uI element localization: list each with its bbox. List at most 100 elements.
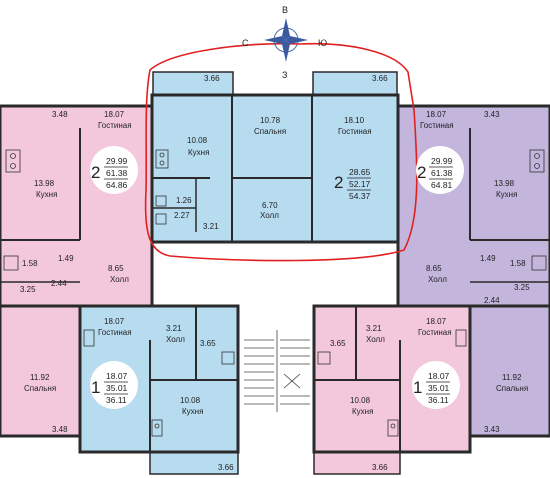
br-balcony: 3.66 bbox=[372, 463, 388, 472]
hc-rooms-count: 2 bbox=[334, 173, 343, 192]
rl-bedroom-name: Спальня bbox=[496, 384, 528, 393]
br-kitchen-name: Кухня bbox=[352, 407, 373, 416]
hc-balcony-left: 3.66 bbox=[204, 74, 220, 83]
hc-wc-area: 2.27 bbox=[174, 211, 190, 220]
br-kitchen-area: 10.08 bbox=[350, 396, 371, 405]
br-hall-name: Холл bbox=[366, 335, 385, 344]
br-hall-area: 3.21 bbox=[366, 324, 382, 333]
r-balcony: 3.43 bbox=[484, 110, 500, 119]
bl-kitchen-area: 10.08 bbox=[180, 396, 201, 405]
hc-usable-total: 52.17 bbox=[349, 179, 371, 189]
hc-bedroom-name: Спальня bbox=[254, 127, 286, 136]
l-small-balcony: 2.44 bbox=[51, 279, 67, 288]
ll-balcony: 3.48 bbox=[52, 425, 68, 434]
hc-kitchen-area: 10.08 bbox=[187, 136, 208, 145]
top-center-balcony-right bbox=[313, 72, 397, 97]
r-total-area: 64.81 bbox=[431, 180, 453, 190]
right-two-summary bbox=[416, 146, 464, 194]
br-usable-total: 35.01 bbox=[428, 383, 450, 393]
stairwell bbox=[238, 306, 314, 446]
top-center-apartment[interactable] bbox=[153, 95, 397, 242]
r-small-balcony: 2.44 bbox=[484, 296, 500, 305]
left-two-summary bbox=[90, 146, 138, 194]
bottom-left-summary bbox=[90, 361, 138, 409]
l-hall-name: Холл bbox=[110, 275, 129, 284]
rl-balcony: 3.43 bbox=[484, 425, 500, 434]
compass-west: С bbox=[242, 38, 249, 48]
hc-bath-area: 1.26 bbox=[176, 196, 192, 205]
hc-hall-area: 6.70 bbox=[262, 201, 278, 210]
hc-balcony-right: 3.66 bbox=[372, 74, 388, 83]
bottom-right-summary bbox=[412, 361, 460, 409]
l-balcony: 3.48 bbox=[52, 110, 68, 119]
l-bath-area: 1.58 bbox=[22, 259, 38, 268]
hc-living-total: 28.65 bbox=[349, 167, 371, 177]
top-center-balcony-left bbox=[153, 72, 233, 97]
r-kitchen-name: Кухня bbox=[496, 190, 517, 199]
r-wc-area: 3.25 bbox=[514, 283, 530, 292]
bl-hall-area: 3.21 bbox=[166, 324, 182, 333]
hc-living-name: Гостиная bbox=[338, 127, 372, 136]
bl-living-name: Гостиная bbox=[98, 328, 132, 337]
l-hall-area: 8.65 bbox=[108, 264, 124, 273]
br-living-total: 18.07 bbox=[428, 371, 450, 381]
br-living-name: Гостиная bbox=[418, 328, 452, 337]
l-living-area: 18.07 bbox=[104, 110, 125, 119]
bl-living-total: 18.07 bbox=[106, 371, 128, 381]
left-bedroom-zone bbox=[0, 306, 80, 436]
fixtures bbox=[3, 149, 547, 437]
walls bbox=[0, 71, 550, 475]
l-total-area: 64.86 bbox=[106, 180, 128, 190]
stairs bbox=[244, 330, 310, 412]
compass-south: З bbox=[282, 70, 287, 80]
br-total-area: 36.11 bbox=[428, 395, 449, 405]
hc-total-area: 54.37 bbox=[349, 191, 371, 201]
highlight-outline bbox=[144, 42, 418, 262]
bl-total-area: 36.11 bbox=[106, 395, 127, 405]
l-hall-side: 1.49 bbox=[58, 254, 74, 263]
bl-wc-area: 3.65 bbox=[200, 339, 216, 348]
ll-bedroom-area: 11.92 bbox=[30, 373, 50, 382]
r-living-area: 18.07 bbox=[426, 110, 447, 119]
hc-living-area: 18.10 bbox=[344, 116, 365, 125]
bl-rooms-count: 1 bbox=[91, 378, 100, 397]
r-living-name: Гостиная bbox=[420, 121, 454, 130]
right-hall-zone bbox=[398, 252, 550, 306]
compass-rose bbox=[264, 18, 308, 62]
left-balcony-top bbox=[50, 106, 76, 126]
br-wc-area: 3.65 bbox=[330, 339, 346, 348]
bl-hall-name: Холл bbox=[166, 335, 185, 344]
bl-kitchen-name: Кухня bbox=[182, 407, 203, 416]
r-living-total: 29.99 bbox=[431, 156, 453, 166]
bl-usable-total: 35.01 bbox=[106, 383, 128, 393]
br-rooms-count: 1 bbox=[413, 378, 422, 397]
hc-hall-name: Холл bbox=[260, 211, 279, 220]
r-kitchen-area: 13.98 bbox=[494, 179, 515, 188]
compass-east: Ю bbox=[318, 38, 327, 48]
rl-bedroom-area: 11.92 bbox=[502, 373, 522, 382]
l-kitchen-name: Кухня bbox=[36, 190, 57, 199]
hc-bedroom-area: 10.78 bbox=[260, 116, 281, 125]
right-bedroom-zone bbox=[470, 306, 550, 436]
bottom-left-balcony bbox=[150, 452, 238, 474]
l-wc-area: 3.25 bbox=[20, 285, 36, 294]
r-bath-area: 1.58 bbox=[510, 259, 526, 268]
br-living-area: 18.07 bbox=[426, 317, 447, 326]
compass-north: В bbox=[282, 5, 288, 15]
l-kitchen-area: 13.98 bbox=[34, 179, 55, 188]
hc-kitchen-name: Кухня bbox=[188, 148, 209, 157]
hc-closet-area: 3.21 bbox=[203, 222, 219, 231]
r-hall-name: Холл bbox=[428, 275, 447, 284]
l-rooms-count: 2 bbox=[91, 163, 100, 182]
r-usable-total: 61.38 bbox=[431, 168, 453, 178]
l-living-total: 29.99 bbox=[106, 156, 128, 166]
r-hall-side: 1.49 bbox=[480, 254, 496, 263]
bottom-right-balcony bbox=[314, 452, 400, 474]
bl-balcony: 3.66 bbox=[218, 463, 234, 472]
ll-bedroom-name: Спальня bbox=[24, 384, 56, 393]
bl-living-area: 18.07 bbox=[104, 317, 125, 326]
left-hall-zone bbox=[0, 252, 152, 306]
l-living-name: Гостиная bbox=[98, 121, 132, 130]
l-usable-total: 61.38 bbox=[106, 168, 128, 178]
